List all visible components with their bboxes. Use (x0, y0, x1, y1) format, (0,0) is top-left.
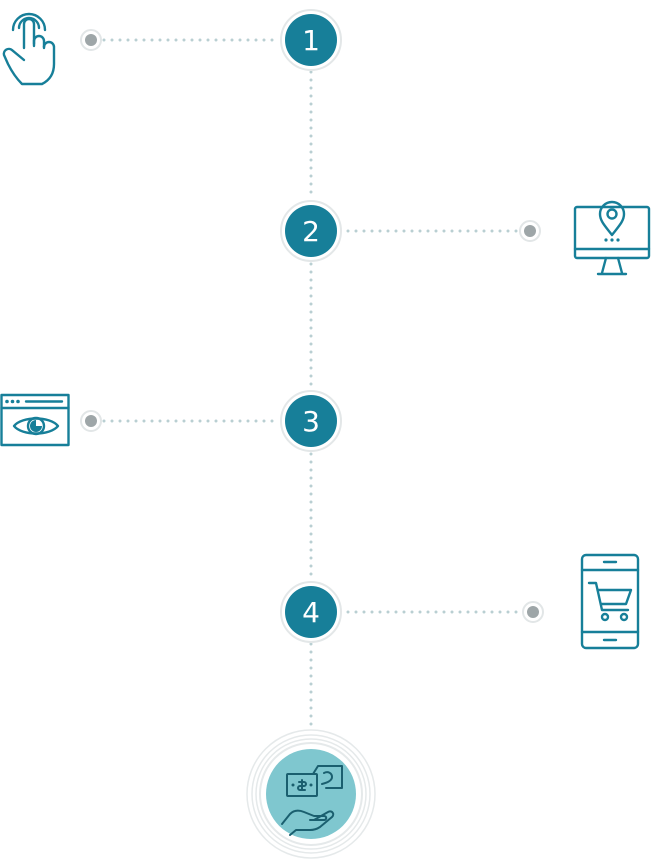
step-3-number: 3 (302, 404, 320, 438)
browser-eye-icon (0, 393, 70, 447)
final-step-badge (246, 729, 376, 859)
step-4-number: 4 (302, 595, 320, 629)
smartphone-cart-icon (580, 553, 640, 650)
step-3-badge: 3 (285, 395, 337, 447)
endpoint-dot-3 (80, 410, 102, 432)
step-1-number: 1 (302, 23, 320, 57)
endpoint-dot-1 (80, 29, 102, 51)
step-2-number: 2 (302, 214, 320, 248)
hand-receiving-money-icon (281, 765, 343, 836)
step-1-badge: 1 (285, 14, 337, 66)
step-4-badge: 4 (285, 586, 337, 638)
endpoint-dot-4 (522, 601, 544, 623)
endpoint-dot-2 (519, 220, 541, 242)
hand-tap-icon (2, 12, 56, 86)
monitor-location-pin-icon (573, 200, 651, 276)
step-2-badge: 2 (285, 205, 337, 257)
